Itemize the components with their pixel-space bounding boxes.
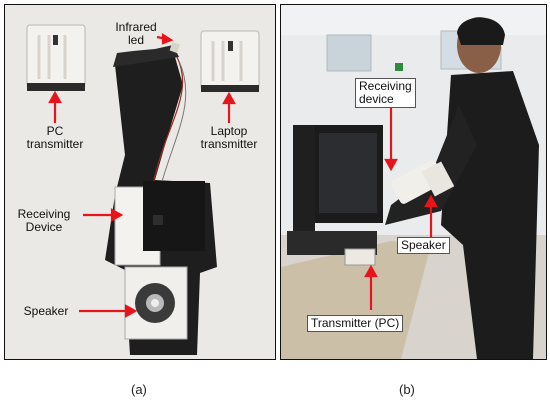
caption-b: (b): [399, 382, 415, 397]
label-transmitter-pc: Transmitter (PC): [307, 315, 404, 332]
laptop-transmitter-box: [200, 30, 260, 92]
annotation-arrows: [48, 33, 236, 318]
glove-device-photo: [5, 5, 275, 359]
label-pc-transmitter: PC transmitter: [26, 124, 84, 151]
pc-transmitter-box: [26, 24, 86, 91]
label-receiving-device-b: Receiving device: [355, 78, 416, 108]
caption-a: (a): [131, 382, 147, 397]
label-speaker: Speaker: [23, 304, 69, 318]
annotation-arrows-b: [364, 107, 438, 310]
label-laptop-transmitter: Laptop transmitter: [200, 124, 258, 151]
photo-panel-b: Receiving device Speaker Transmitter (PC…: [280, 4, 547, 360]
label-receiving-device: Receiving Device: [17, 207, 71, 234]
photo-panel-a: Infrared led PC transmitter Laptop trans…: [4, 4, 276, 360]
user-demo-photo: [281, 5, 546, 359]
label-speaker-b: Speaker: [397, 237, 450, 254]
label-infrared-led: Infrared led: [115, 20, 157, 47]
